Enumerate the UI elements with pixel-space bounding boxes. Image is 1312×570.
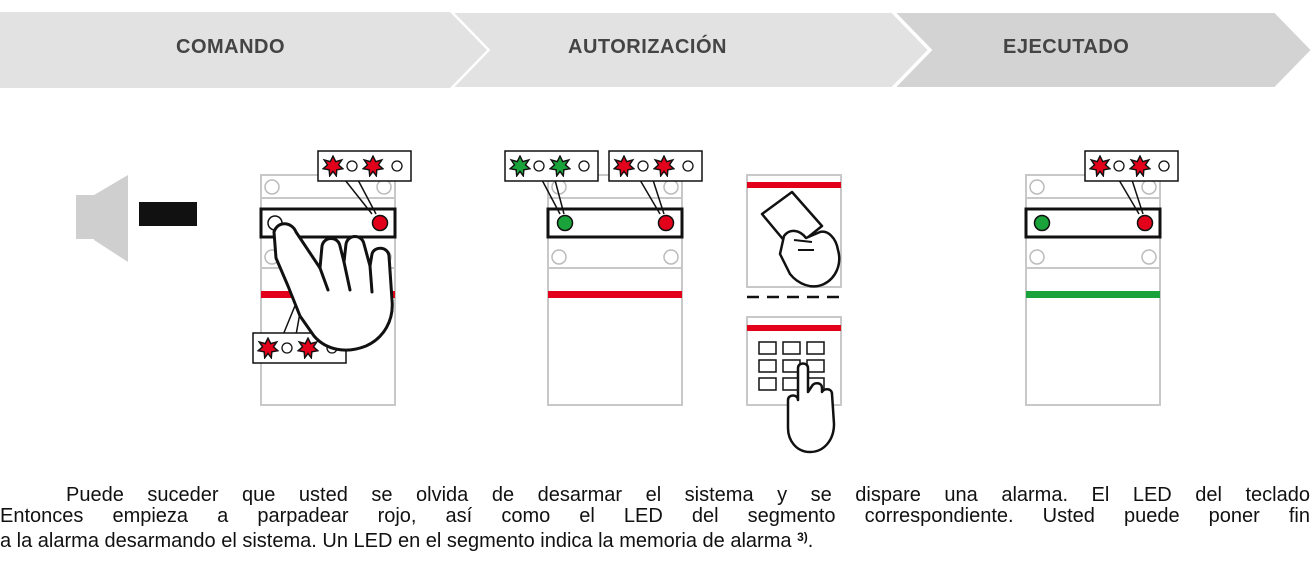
step-autorizacion-arrow — [449, 11, 931, 89]
paragraph-line-1: Puede suceder que usted se olvida de des… — [66, 484, 1310, 506]
process-steps-bar — [0, 11, 1312, 89]
speaker-icon — [76, 175, 197, 262]
description-paragraph: Puede suceder que usted se olvida de des… — [0, 485, 1312, 552]
footnote-marker: 3) — [797, 530, 808, 544]
illustration — [76, 150, 1179, 454]
keypad-icon — [746, 316, 842, 454]
hand-pointer-icon — [272, 222, 394, 352]
step-label-comando: COMANDO — [176, 36, 286, 58]
keypad-panel-autorizacion — [504, 150, 703, 406]
step-comando-arrow — [0, 12, 487, 88]
step-ejecutado-arrow — [891, 11, 1312, 89]
paragraph-end: . — [807, 530, 814, 552]
keypad-panel-ejecutado — [1024, 150, 1179, 406]
step-label-ejecutado: EJECUTADO — [1003, 36, 1130, 58]
paragraph-line-3-text: a la alarma desarmando el sistema. Un LE… — [0, 530, 792, 552]
hand-holding-card-icon — [778, 229, 841, 288]
step-label-autorizacion: AUTORIZACIÓN — [568, 36, 727, 58]
paragraph-line-2: Entonces empieza a parpadear rojo, así c… — [0, 505, 1310, 527]
rfid-card-icon — [760, 190, 824, 252]
rfid-card-reader — [746, 174, 842, 288]
finger-pressing-icon — [786, 362, 836, 454]
paragraph-line-3: a la alarma desarmando el sistema. Un LE… — [0, 527, 1312, 552]
